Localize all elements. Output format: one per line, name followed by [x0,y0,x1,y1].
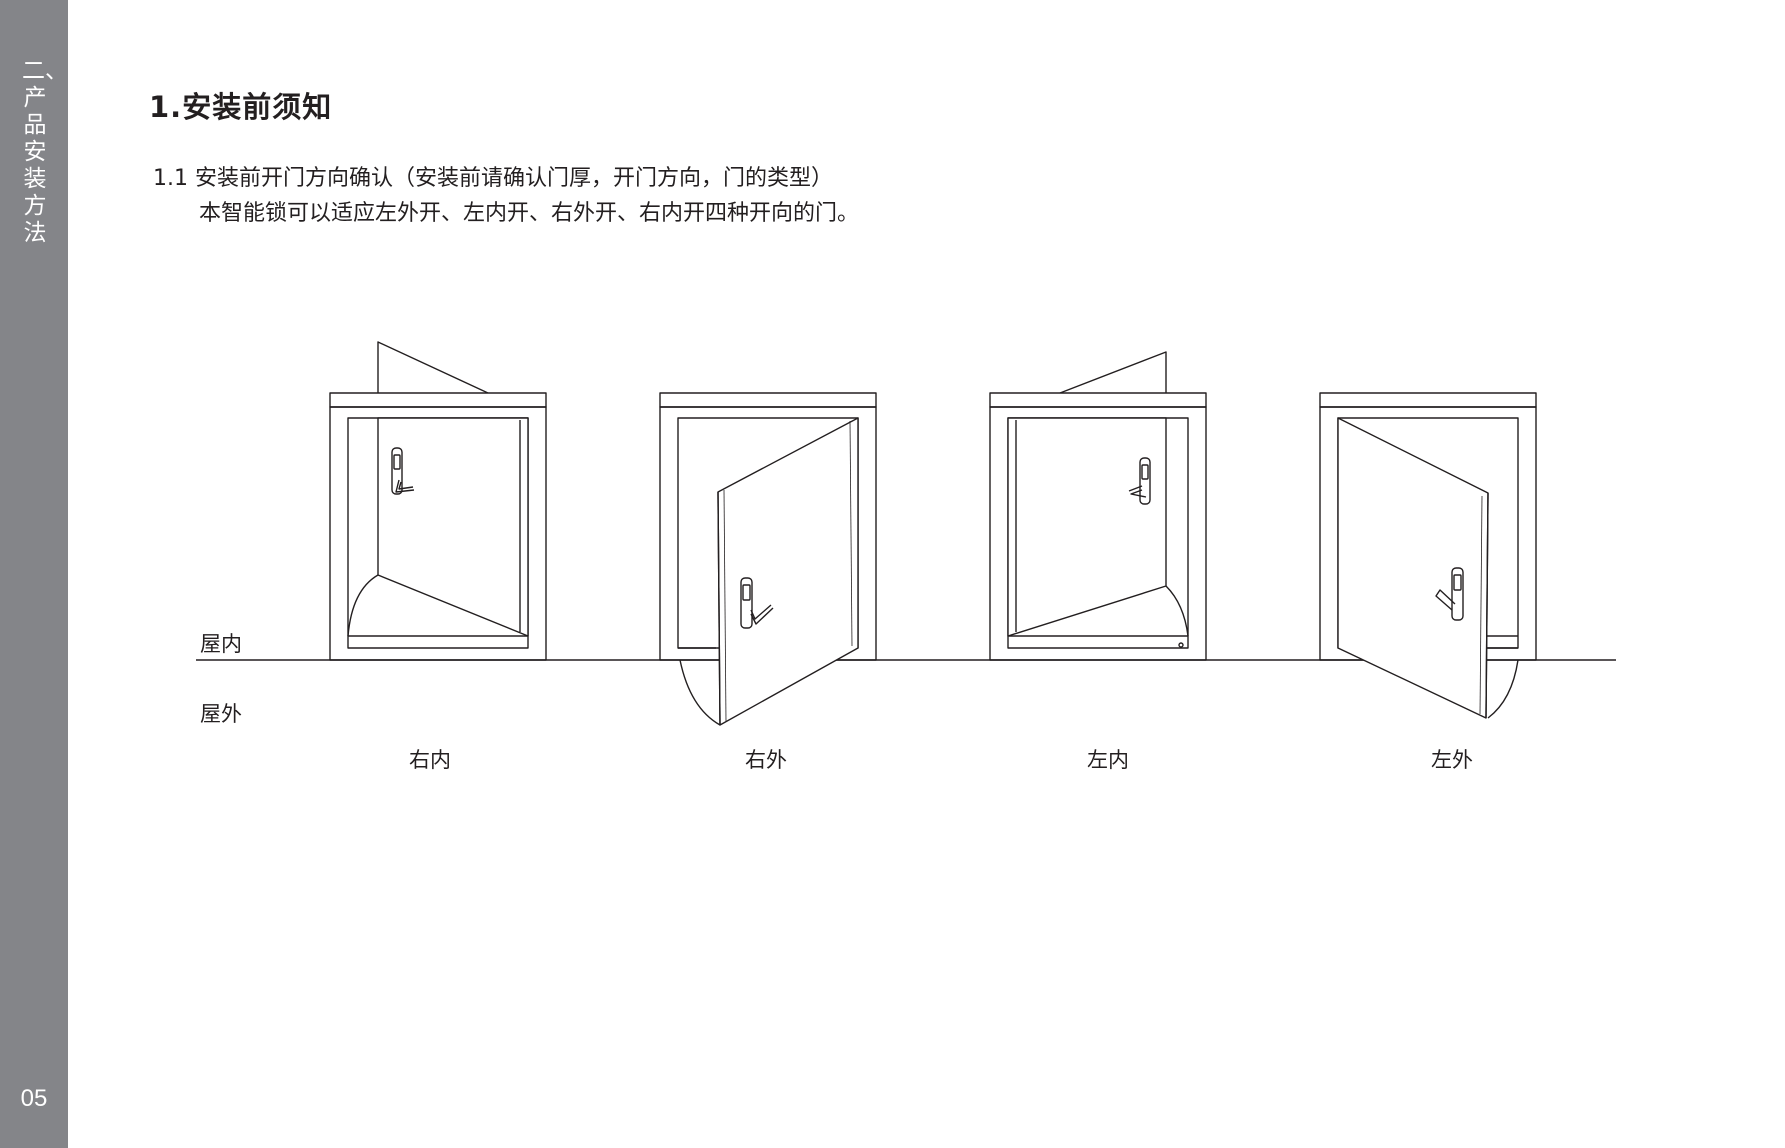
door-caption-right-outward: 右外 [745,748,787,772]
door-caption-right-inward: 右内 [409,748,451,772]
door-caption-left-outward: 左外 [1431,748,1473,772]
sidebar: 二、产品安装方法 05 [0,0,68,1148]
inside-label: 屋内 [200,632,242,656]
door-left-inward [989,351,1207,661]
lock-icon [1435,567,1464,621]
lock-icon [391,447,415,495]
page-number: 05 [20,1085,48,1112]
page-heading: 1.安装前须知 [149,90,333,124]
subsection-title: 1.1 安装前开门方向确认（安装前请确认门厚，开门方向，门的类型） [153,166,833,191]
lock-icon [1128,457,1151,505]
door-left-outward [1319,392,1537,719]
door-caption-left-inward: 左内 [1087,748,1129,772]
door-right-outward [659,392,877,726]
door-right-inward [329,341,547,661]
lock-icon [740,577,774,629]
subsection-description: 本智能锁可以适应左外开、左内开、右外开、右内开四种开向的门。 [199,201,860,226]
outside-label: 屋外 [200,702,242,726]
